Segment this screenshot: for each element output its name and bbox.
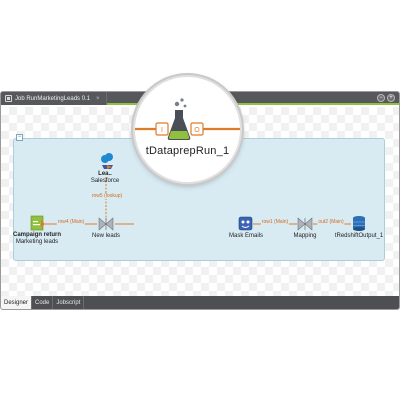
mask-icon bbox=[238, 216, 253, 231]
component-new-leads[interactable] bbox=[97, 216, 115, 232]
job-icon bbox=[5, 95, 12, 102]
tmap-icon bbox=[297, 217, 313, 231]
magnifier-dataprep[interactable]: I O tDataprepRun_1 bbox=[133, 75, 242, 184]
component-lead-salesforce[interactable] bbox=[99, 153, 115, 171]
connection-label-row5: row5 (lookup) bbox=[90, 193, 124, 199]
component-campaign-return[interactable] bbox=[29, 214, 47, 232]
connection-layer bbox=[30, 153, 365, 231]
component-label-new-leads: New leads bbox=[91, 233, 121, 239]
maximize-button[interactable]: + bbox=[387, 94, 395, 102]
component-redshift-output[interactable] bbox=[351, 214, 367, 232]
subjob-collapse-button[interactable]: − bbox=[16, 134, 23, 141]
dataprep-zoom-layer: I O bbox=[135, 98, 240, 140]
close-icon[interactable]: × bbox=[96, 95, 100, 102]
database-icon bbox=[353, 216, 365, 231]
component-title-campaign: Campaign return bbox=[12, 232, 62, 238]
salesforce-cloud-icon bbox=[101, 153, 113, 169]
component-subtitle-campaign: Marketing leads bbox=[15, 239, 59, 245]
tmap-icon bbox=[98, 217, 114, 231]
job-tab[interactable]: Job RunMarketingLeads 0.1 × bbox=[1, 92, 107, 105]
tab-designer[interactable]: Designer bbox=[1, 296, 33, 309]
component-label-redshift: tRedshiftOutput_1 bbox=[334, 233, 384, 239]
job-tab-label: Job RunMarketingLeads 0.1 bbox=[15, 95, 91, 102]
component-subtitle-lead-salesforce: Salesforce bbox=[90, 178, 120, 184]
input-port-icon: I bbox=[155, 122, 169, 136]
editor-bottom-tabs: Designer Code Jobscript bbox=[1, 296, 399, 309]
component-label-mask-emails: Mask Emails bbox=[228, 233, 264, 239]
component-label-mapping: Mapping bbox=[293, 233, 317, 239]
component-mapping[interactable] bbox=[296, 216, 314, 232]
tab-code[interactable]: Code bbox=[32, 296, 54, 309]
connection-label-row4: row4 (Main) bbox=[56, 219, 86, 225]
connection-label-row1: row1 (Main) bbox=[260, 219, 290, 225]
svg-text:O: O bbox=[194, 127, 200, 134]
component-label-dataprep: tDataprepRun_1 bbox=[145, 145, 230, 157]
output-port-icon: O bbox=[190, 122, 204, 136]
flask-icon bbox=[167, 98, 191, 140]
svg-text:I: I bbox=[161, 127, 163, 134]
connection-label-out2: out2 (Main) bbox=[317, 219, 345, 225]
component-title-lead-salesforce: Lea.. bbox=[98, 171, 112, 177]
file-input-icon bbox=[30, 215, 45, 231]
window-controls: − + bbox=[377, 94, 395, 102]
component-mask-emails[interactable] bbox=[237, 215, 254, 232]
tab-jobscript[interactable]: Jobscript bbox=[53, 296, 85, 309]
minimize-button[interactable]: − bbox=[377, 94, 385, 102]
